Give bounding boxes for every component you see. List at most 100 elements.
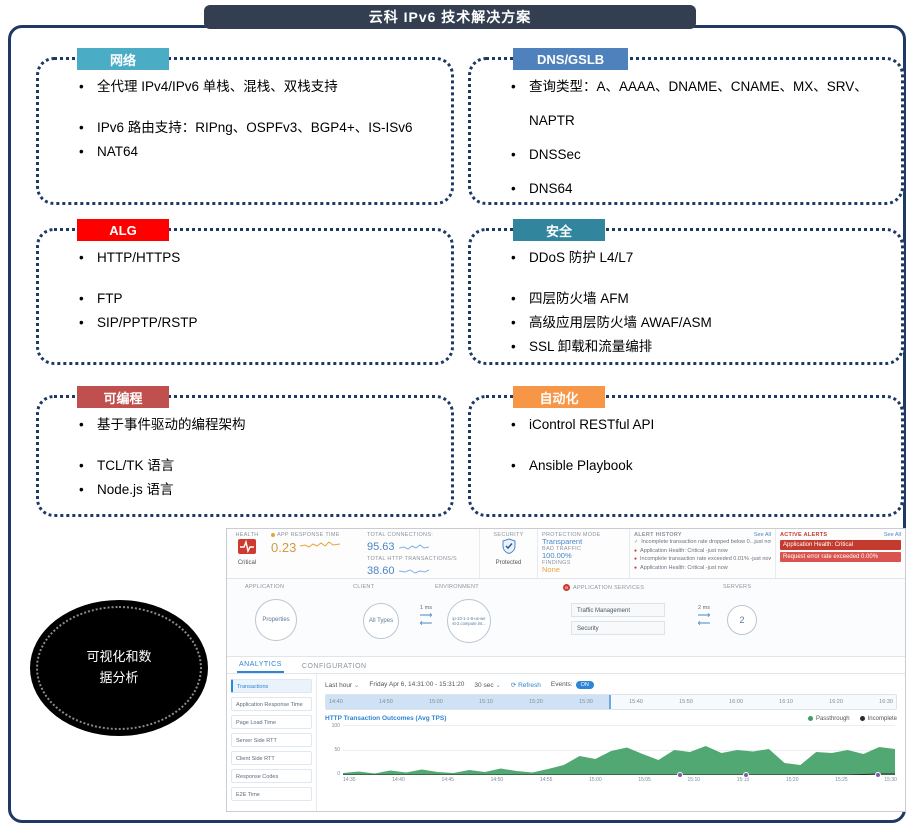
active-alerts-see-all-link[interactable]: See All	[883, 532, 901, 538]
analytics-dashboard: HEALTH Critical APP RESPONSE TIME 0.23	[226, 528, 906, 812]
feature-box-dns-gslb-label: DNS/GSLB	[513, 48, 629, 70]
client-column-header: CLIENT	[353, 584, 375, 590]
events-toggle[interactable]: ON	[575, 680, 594, 689]
timeline-scrubber[interactable]: 14:40 14:50 15:00 15:10 15:20 15:30 15:4…	[325, 694, 897, 710]
bullet-item: DNS64	[505, 172, 883, 206]
active-alert-banner: Application Health: Critical	[780, 540, 901, 550]
tab-configuration[interactable]: CONFIGURATION	[301, 663, 367, 670]
event-marker[interactable]	[676, 772, 683, 778]
tab-analytics[interactable]: ANALYTICS	[237, 659, 284, 673]
application-node[interactable]: Properties	[255, 599, 297, 641]
x-tick-label: 14:45	[441, 777, 454, 783]
bullet-item: FTP	[73, 288, 433, 309]
alert-history-section: ALERT HISTORY See All Incomplete transac…	[629, 529, 775, 578]
alert-history-see-all-link[interactable]: See All	[753, 532, 771, 538]
sidebar-item-response-codes[interactable]: Response Codes	[231, 769, 312, 783]
client-latency-group: 1 ms	[409, 605, 443, 627]
x-axis-labels: 14:35 14:40 14:45 14:50 14:55 15:00 15:0…	[343, 777, 897, 783]
environment-node[interactable]: ip-10-1-1-8-us-west-2.compute.int...	[447, 599, 491, 643]
legend-label: Passthrough	[815, 715, 850, 722]
metric-sidebar: Transactions Application Response Time P…	[227, 674, 317, 811]
health-label: HEALTH	[235, 532, 259, 538]
total-http-label: TOTAL HTTP TRANSACTIONS/S	[367, 556, 458, 562]
sidebar-item-client-side-rtt[interactable]: Client Side RTT	[231, 751, 312, 765]
active-alert-banner: Request error rate exceeded 0.00%	[780, 552, 901, 562]
bullet-item: DDoS 防护 L4/L7	[505, 247, 883, 268]
chart-toolbar: Last hour Friday Apr 6, 14:31:00 - 15:31…	[325, 678, 897, 691]
feature-box-automation-list: iControl RESTful API Ansible Playbook	[471, 398, 901, 476]
timeline-tick: 15:00	[429, 699, 443, 705]
feature-box-alg: ALG HTTP/HTTPS FTP SIP/PPTP/RSTP	[36, 219, 454, 365]
incomplete-legend-dot	[859, 716, 865, 721]
timeline-tick: 16:00	[729, 699, 743, 705]
sidebar-item-application-response-time[interactable]: Application Response Time	[231, 697, 312, 711]
time-range-dropdown[interactable]: Last hour	[325, 681, 359, 689]
feature-box-dns-gslb-list: 查询类型：A、AAAA、DNAME、CNAME、MX、SRV、NAPTR DNS…	[471, 60, 901, 206]
servers-column-header: SERVERS	[723, 584, 752, 590]
feature-box-network: 网络 全代理 IPv4/IPv6 单栈、混栈、双栈支持 IPv6 路由支持：RI…	[36, 48, 454, 205]
security-label: SECURITY	[493, 532, 524, 538]
bullet-item: iControl RESTful API	[505, 414, 883, 435]
service-item[interactable]: Security	[571, 621, 665, 635]
servers-node[interactable]: 2	[727, 605, 757, 635]
event-marker[interactable]	[875, 772, 882, 778]
alert-dot-icon	[634, 547, 637, 556]
sparkline-blue	[398, 562, 429, 578]
feature-box-automation-label: 自动化	[513, 386, 605, 408]
totals-section: TOTAL CONNECTIONS: 95.63 TOTAL HTTP TRAN…	[363, 529, 479, 578]
sidebar-item-transactions[interactable]: Transactions	[231, 679, 312, 693]
sidebar-item-page-load-time[interactable]: Page Load Time	[231, 715, 312, 729]
chart-plot-area[interactable]: 100 50 0	[332, 723, 895, 778]
x-tick-label: 15:15	[736, 777, 750, 783]
protection-mode-value: Transparent	[542, 537, 583, 546]
visualization-label: 可视化和数据分析	[86, 649, 152, 685]
alert-history-title: ALERT HISTORY	[634, 532, 682, 538]
timeline-ticks: 14:40 14:50 15:00 15:10 15:20 15:30 15:4…	[326, 695, 896, 709]
y-tick-label: 100	[331, 723, 340, 729]
total-connections-value: 95.63	[367, 541, 395, 553]
sidebar-item-server-side-rtt[interactable]: Server Side RTT	[231, 733, 312, 747]
bullet-item: IPv6 路由支持：RIPng、OSPFv3、BGP4+、IS-ISv6	[73, 117, 433, 138]
feature-box-dns-gslb: DNS/GSLB 查询类型：A、AAAA、DNAME、CNAME、MX、SRV、…	[468, 48, 904, 206]
refresh-button[interactable]: Refresh	[511, 681, 541, 689]
event-marker[interactable]	[742, 772, 749, 778]
f5-icon	[563, 584, 570, 591]
area-chart-svg	[343, 746, 895, 775]
alert-history-item: Incomplete transaction rate exceeded 0.0…	[640, 556, 771, 562]
feature-box-network-list: 全代理 IPv4/IPv6 单栈、混栈、双栈支持 IPv6 路由支持：RIPng…	[39, 60, 451, 162]
feature-box-network-label: 网络	[77, 48, 169, 70]
server-latency: 2 ms	[698, 605, 710, 611]
chart-title: HTTP Transaction Outcomes (Avg TPS)	[325, 715, 447, 722]
stats-bar: HEALTH Critical APP RESPONSE TIME 0.23	[227, 529, 905, 579]
bullet-item: 高级应用层防火墙 AWAF/ASM	[505, 312, 883, 333]
bullet-item: SIP/PPTP/RSTP	[73, 312, 433, 333]
health-heartbeat-icon	[238, 539, 256, 559]
feature-box-automation: 自动化 iControl RESTful API Ansible Playboo…	[468, 386, 904, 517]
x-tick-label: 14:35	[343, 777, 356, 783]
date-range-text: Friday Apr 6, 14:31:00 - 15:31:20	[369, 681, 465, 688]
bad-traffic-label: BAD TRAFFIC	[542, 546, 582, 552]
client-node[interactable]: All Types	[363, 603, 399, 639]
app-response-time-label: APP RESPONSE TIME	[277, 532, 340, 538]
sparkline-blue	[398, 538, 429, 556]
bad-traffic-value: 100.00%	[542, 551, 572, 560]
health-status: Critical	[237, 560, 257, 566]
y-tick-label: 50	[334, 747, 340, 753]
service-item[interactable]: Traffic Management	[571, 603, 665, 617]
feature-box-security: 安全 DDoS 防护 L4/L7 四层防火墙 AFM 高级应用层防火墙 AWAF…	[468, 219, 904, 365]
shield-check-icon	[501, 538, 517, 560]
topology-row: APPLICATION CLIENT ENVIRONMENT APPLICATI…	[227, 579, 905, 657]
feature-box-programmable: 可编程 基于事件驱动的编程架构 TCL/TK 语言 Node.js 语言	[36, 386, 454, 517]
analytics-panel: ANALYTICS CONFIGURATION Transactions App…	[227, 657, 905, 811]
bullet-item: NAT64	[73, 141, 433, 162]
x-tick-label: 14:55	[539, 777, 553, 783]
timeline-tick: 15:20	[529, 699, 543, 705]
timeline-selection[interactable]	[326, 695, 611, 709]
feature-box-security-list: DDoS 防护 L4/L7 四层防火墙 AFM 高级应用层防火墙 AWAF/AS…	[471, 231, 901, 357]
x-tick-label: 15:25	[835, 777, 848, 783]
timeline-tick: 16:10	[779, 699, 793, 705]
bullet-item: HTTP/HTTPS	[73, 247, 433, 268]
interval-dropdown[interactable]: 30 sec	[474, 681, 500, 689]
sidebar-item-e2e-time[interactable]: E2E Time	[231, 787, 312, 801]
